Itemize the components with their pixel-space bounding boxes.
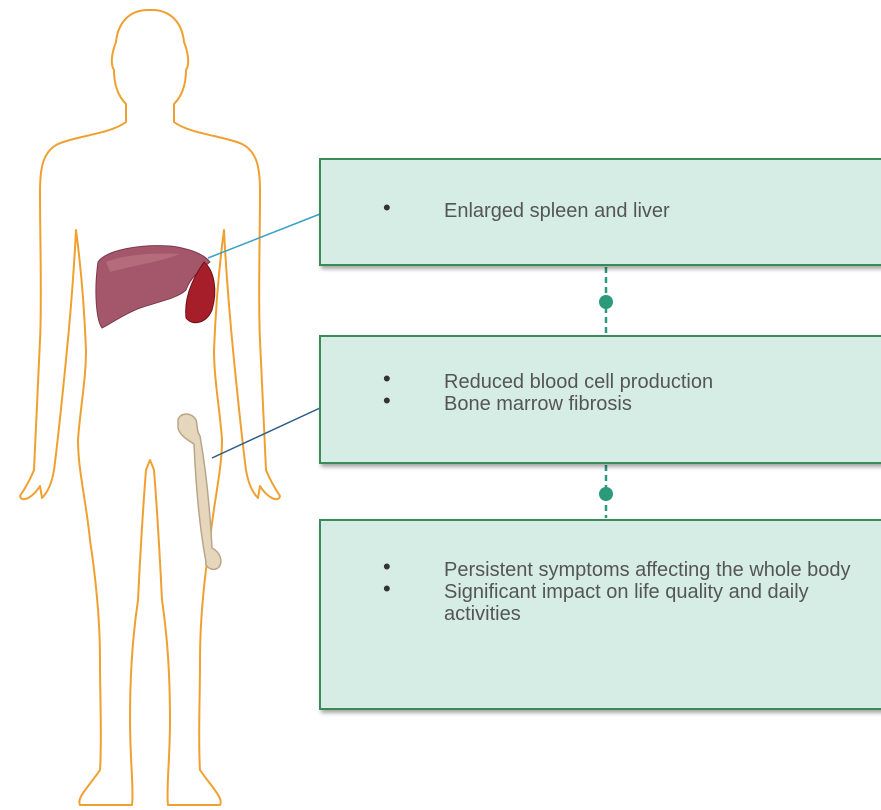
connector-dot-1 [599, 295, 613, 309]
connector-dot-2 [599, 487, 613, 501]
bullet-item: •Enlarged spleen and liver [383, 200, 873, 222]
bullet-dot: • [383, 578, 391, 600]
bullet-list: •Reduced blood cell production •Bone mar… [383, 371, 873, 415]
femur-bone-icon [178, 414, 221, 569]
bullet-item: •Reduced blood cell production [383, 371, 873, 393]
info-box-systemic: •Persistent symptoms affecting the whole… [319, 519, 881, 710]
bullet-dot: • [383, 390, 391, 412]
bullet-list: •Persistent symptoms affecting the whole… [383, 559, 873, 625]
bullet-dot: • [383, 556, 391, 578]
bullet-list: •Enlarged spleen and liver [383, 200, 873, 222]
bullet-item: •Bone marrow fibrosis [383, 393, 873, 415]
human-body-outline-icon [20, 10, 280, 805]
bullet-item: •Persistent symptoms affecting the whole… [383, 559, 873, 581]
bullet-dot: • [383, 368, 391, 390]
info-box-bone-marrow: •Reduced blood cell production •Bone mar… [319, 335, 881, 464]
bullet-dot: • [383, 197, 391, 219]
bullet-item: •Significant impact on life quality and … [383, 581, 873, 625]
info-box-organs: •Enlarged spleen and liver [319, 158, 881, 266]
